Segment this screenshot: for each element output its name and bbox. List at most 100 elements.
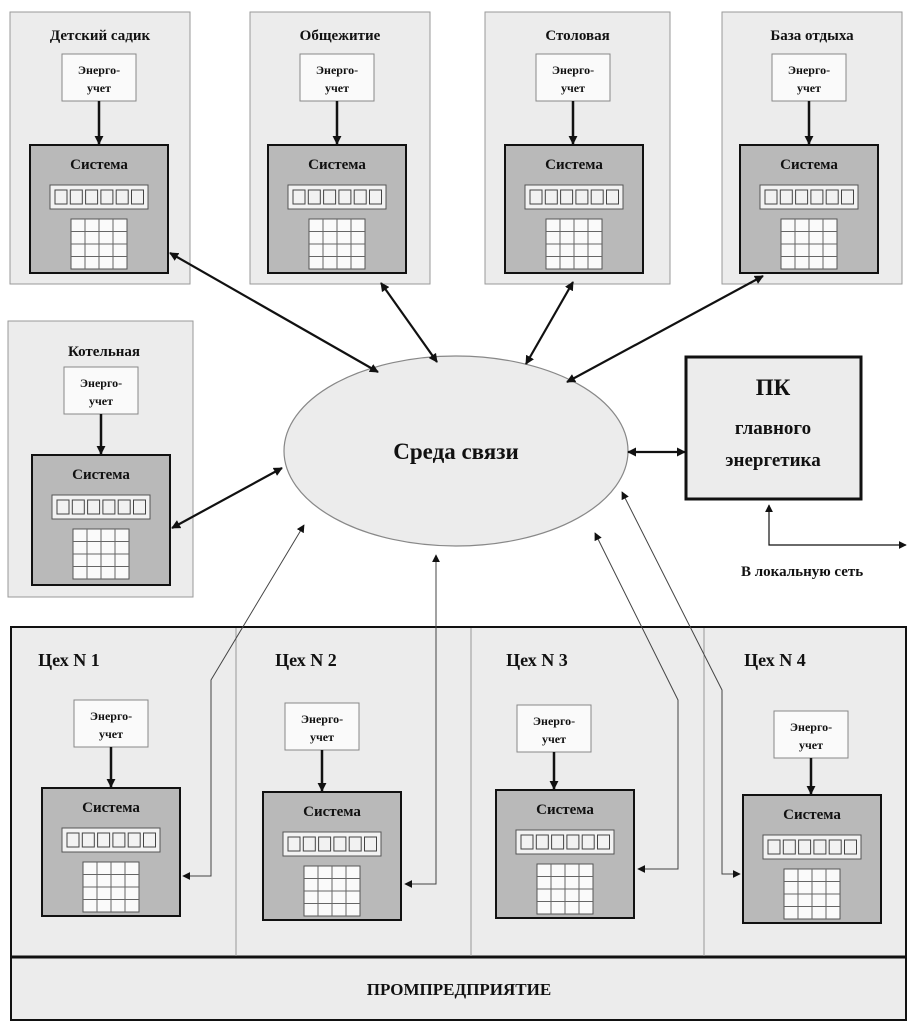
workshop-1-display-digit (66, 832, 80, 848)
boiler-display-digit (71, 499, 85, 515)
workshop-1-system-label: Система (82, 800, 140, 816)
facility-4-display (759, 184, 859, 210)
boiler-display-digit (117, 499, 131, 515)
facility-3-display (524, 184, 624, 210)
local-network-label: В локальную сеть (741, 564, 863, 580)
workshop-2-display (282, 831, 382, 857)
workshop-title: Цех N 1 (38, 650, 100, 670)
boiler-energy-meter-box (63, 366, 139, 415)
boiler-display-digit (133, 499, 146, 515)
facility-3-energy-meter-label-1: Энерго- (552, 63, 594, 77)
boiler-display-digit (56, 499, 70, 515)
facility-4-energy-meter-label-1: Энерго- (788, 63, 830, 77)
facility-3-display-digit (606, 189, 619, 205)
facility-2-energy-meter-label-1: Энерго- (316, 63, 358, 77)
workshop-4-energy-meter-label-1: Энерго- (790, 720, 832, 734)
link-local-network (765, 504, 907, 549)
facility-4-display-digit (841, 189, 854, 205)
facility-1-system-label: Система (70, 157, 128, 173)
workshop-3-display-digit (551, 834, 565, 850)
workshop-3-display-digit (535, 834, 549, 850)
facility-1-display-digit (100, 189, 114, 205)
workshop-3-system-label: Система (536, 802, 594, 818)
boiler-energy-meter-label-1: Энерго- (80, 376, 122, 390)
workshop-4-energy-meter-box (773, 710, 849, 759)
pc-label-line1: ПК (756, 375, 791, 400)
link-dormitory (380, 282, 438, 363)
boiler-display-digit (102, 499, 116, 515)
workshop-3-energy-meter-box (516, 704, 592, 753)
facility-4-display-digit (825, 189, 839, 205)
workshop-2-display-digit (333, 836, 347, 852)
workshop-1-energy-meter-label-2: учет (99, 727, 123, 741)
facility-2-display-digit (369, 189, 382, 205)
link-workshop-2 (404, 554, 440, 888)
facility-2-system-label: Система (308, 157, 366, 173)
facility-2-display (287, 184, 387, 210)
facility-1-energy-meter-label-1: Энерго- (78, 63, 120, 77)
boiler-display (51, 494, 151, 520)
workshop-1-display-digit (127, 832, 141, 848)
workshop-title: Цех N 3 (506, 650, 568, 670)
workshop-3-energy-meter-label-1: Энерго- (533, 714, 575, 728)
workshop-4-system-label: Система (783, 807, 841, 823)
link-workshop-1 (182, 524, 305, 880)
facility-2-display-digit (292, 189, 306, 205)
workshop-4-display-digit (844, 839, 857, 855)
link-canteen (525, 281, 574, 365)
boiler-system-label: Система (72, 467, 130, 483)
facility-2-energy-meter-label-2: учет (325, 81, 349, 95)
facility-4-system-label: Система (780, 157, 838, 173)
workshop-1-display-digit (112, 832, 126, 848)
workshop-2-energy-meter-label-1: Энерго- (301, 712, 343, 726)
facility-3-display-digit (529, 189, 543, 205)
facility-1-display-digit (54, 189, 68, 205)
workshop-2-display-digit (348, 836, 362, 852)
workshop-4-display-digit (813, 839, 827, 855)
facility-4-energy-meter-label-2: учет (797, 81, 821, 95)
facility-3-display-digit (544, 189, 558, 205)
facility-3-system-label: Система (545, 157, 603, 173)
workshop-1-display-digit (81, 832, 95, 848)
link-boiler (171, 467, 283, 529)
workshop-4-display-digit (828, 839, 842, 855)
workshop-title: Цех N 2 (275, 650, 337, 670)
link-recreation (566, 275, 764, 383)
workshop-title: Цех N 4 (744, 650, 806, 670)
facility-3-energy-meter-box (535, 53, 611, 102)
pc-label-line2: главного (735, 418, 811, 439)
facility-1-display-digit (115, 189, 129, 205)
facility-title: Столовая (545, 28, 609, 44)
facility-4-display-digit (779, 189, 793, 205)
facility-title: Детский садик (50, 28, 151, 44)
workshop-4-display-digit (798, 839, 812, 855)
facility-2-display-digit (353, 189, 367, 205)
facility-3-display-digit (590, 189, 604, 205)
workshop-1-display-digit (97, 832, 111, 848)
facility-1-display-digit (131, 189, 144, 205)
boiler-energy-meter-label-2: учет (89, 394, 113, 408)
facility-2-energy-meter-box (299, 53, 375, 102)
facility-2-display-digit (338, 189, 352, 205)
workshop-4-display-digit (767, 839, 781, 855)
workshop-1-display (61, 827, 161, 853)
workshop-3-display (515, 829, 615, 855)
boiler-display-digit (87, 499, 101, 515)
pc-label-line3: энергетика (725, 450, 821, 471)
workshop-2-display-digit (364, 836, 377, 852)
facility-title: База отдыха (770, 28, 854, 44)
facility-2-display-digit (307, 189, 321, 205)
link-kindergarten (169, 252, 379, 373)
enterprise-label: ПРОМПРЕДПРИЯТИЕ (367, 980, 551, 999)
facility-1-display-digit (69, 189, 83, 205)
comm-medium-label: Среда связи (393, 439, 518, 464)
workshop-1-energy-meter-label-1: Энерго- (90, 709, 132, 723)
facility-3-display-digit (560, 189, 574, 205)
